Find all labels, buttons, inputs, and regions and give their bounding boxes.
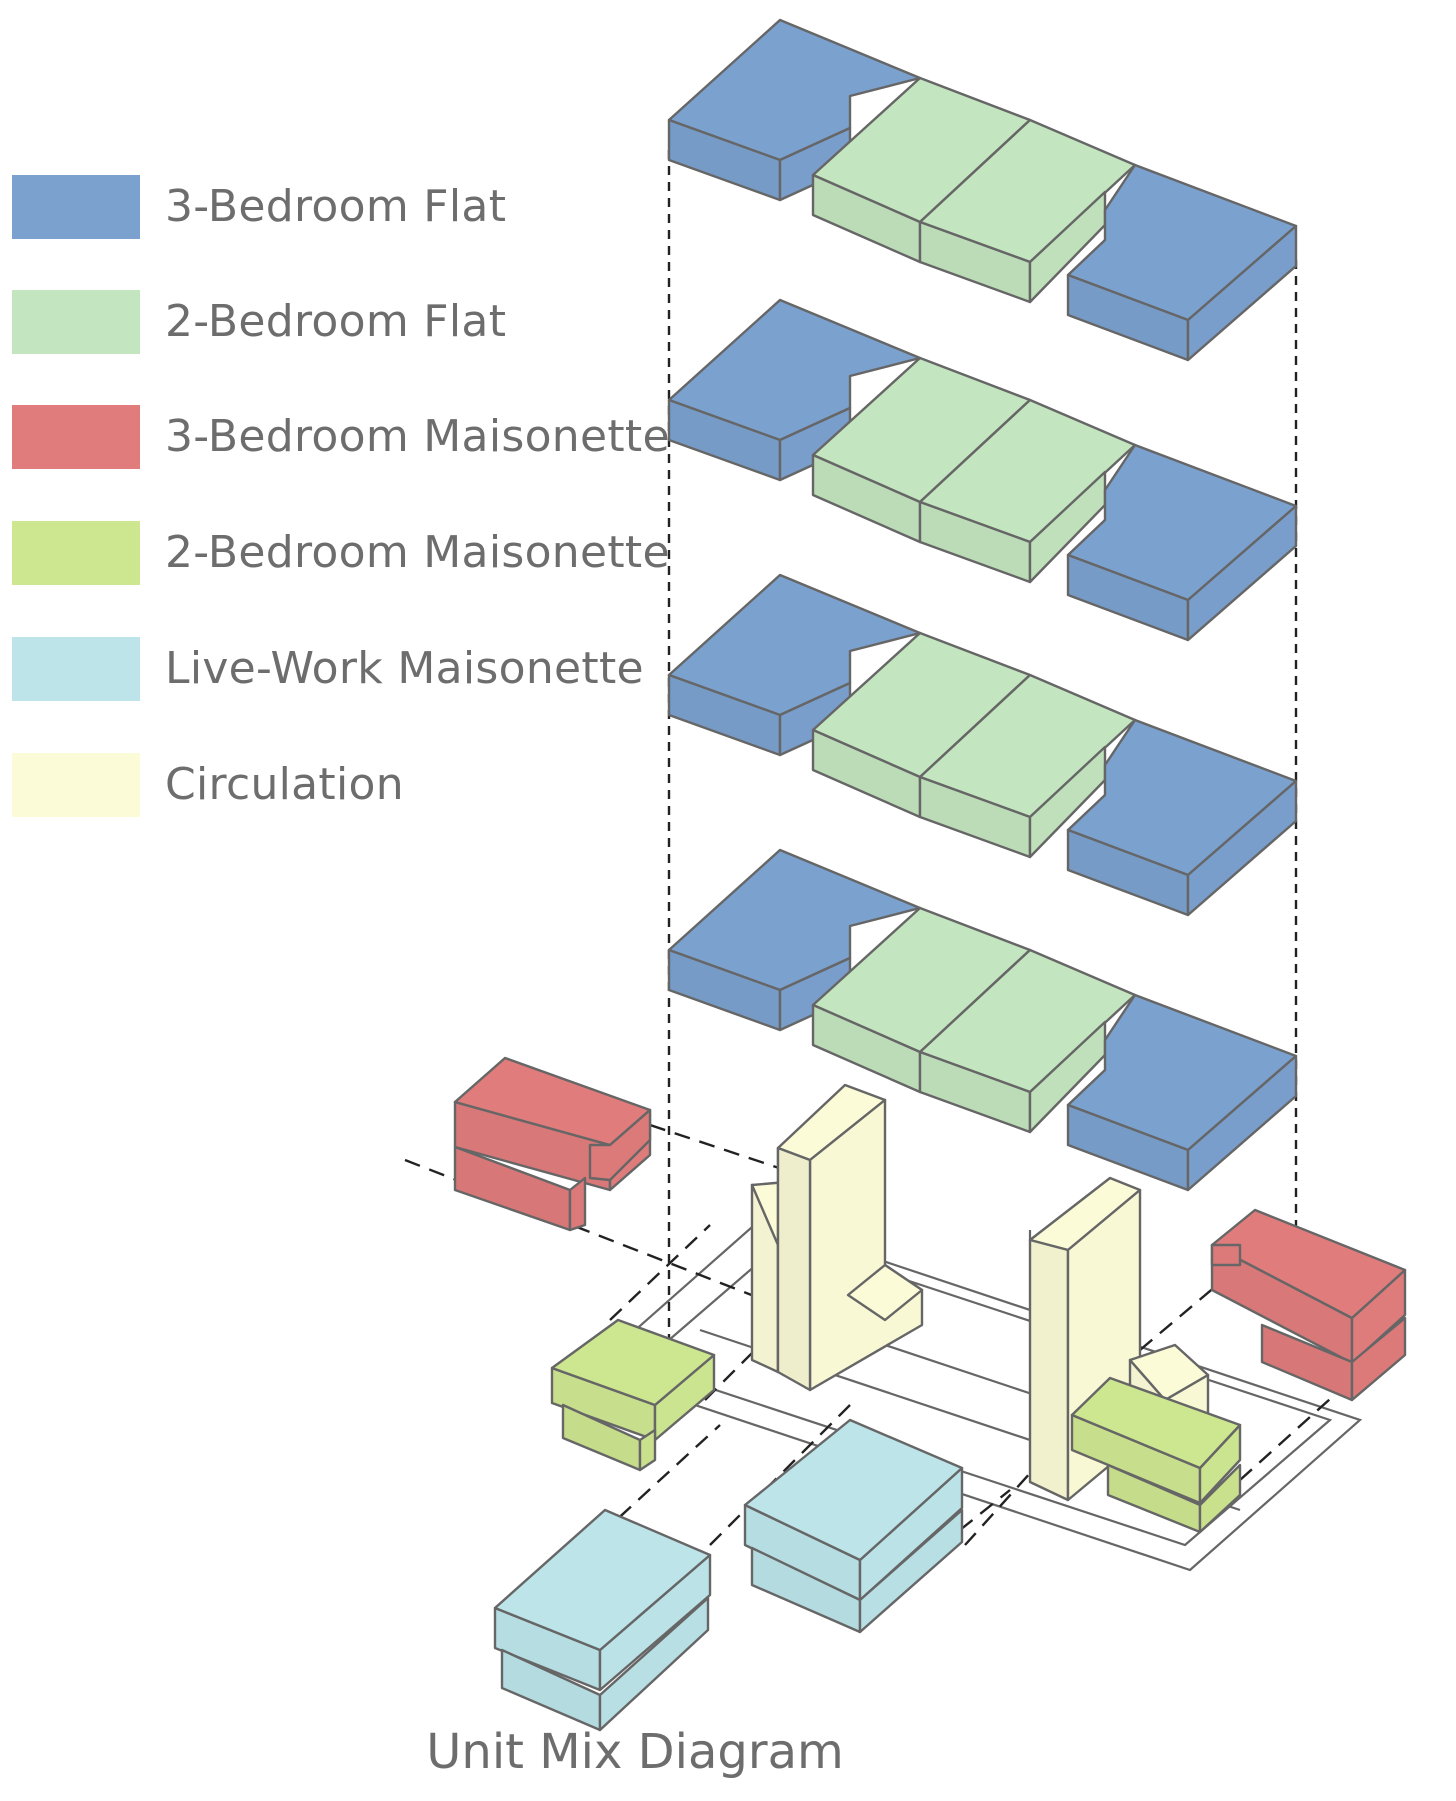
three-bed-flat-right-side bbox=[1186, 779, 1298, 917]
three-bed-maisonette-right-upper-top-face bbox=[1210, 1208, 1407, 1320]
three-bed-flat-right-side bbox=[1186, 1054, 1298, 1192]
circulation-core-1-ledge bbox=[846, 1263, 924, 1322]
legend-item-3-bedroom-flat: 3-Bedroom Flat bbox=[12, 175, 652, 239]
legend-label-live-work-maisonette: Live-Work Maisonette bbox=[165, 643, 644, 694]
legend-swatch-3-bedroom-flat bbox=[12, 175, 140, 239]
legend-swatch-2-bedroom-maisonette bbox=[12, 521, 140, 585]
diagram-caption: Unit Mix Diagram bbox=[426, 1724, 844, 1780]
legend-swatch-circulation bbox=[12, 753, 140, 817]
floor-plate-4 bbox=[667, 848, 1298, 1192]
legend-label-3-bedroom-maisonette: 3-Bedroom Maisonette bbox=[165, 411, 670, 462]
legend-label-2-bedroom-maisonette: 2-Bedroom Maisonette bbox=[165, 527, 670, 578]
three-bed-maisonette-right-lower-side bbox=[1350, 1316, 1407, 1402]
legend-label-3-bedroom-flat: 3-Bedroom Flat bbox=[165, 181, 507, 232]
legend-label-circulation: Circulation bbox=[165, 759, 404, 810]
circulation-core-2-left-face bbox=[1028, 1238, 1070, 1502]
circulation-small-right-top-face bbox=[1128, 1343, 1210, 1402]
live-work-maisonette-right-lower-side bbox=[858, 1508, 964, 1634]
ground-level-units bbox=[453, 1056, 1407, 1732]
live-work-maisonette-right-upper-top-face bbox=[743, 1418, 964, 1562]
legend-item-3-bedroom-maisonette: 3-Bedroom Maisonette bbox=[12, 405, 670, 469]
live-work-maisonette-left-lower-side bbox=[598, 1596, 710, 1732]
legend-swatch-3-bedroom-maisonette bbox=[12, 405, 140, 469]
two-bed-maisonette-right-lower-side bbox=[1198, 1463, 1242, 1534]
three-bed-maisonette-left-lower-side bbox=[568, 1176, 587, 1232]
typical-floor-plates bbox=[667, 18, 1298, 1192]
live-work-maisonette-left-upper-top-face bbox=[493, 1508, 712, 1652]
legend-swatch-2-bedroom-flat bbox=[12, 290, 140, 354]
circulation-core-1-edge bbox=[776, 1146, 812, 1392]
three-bed-maisonette-right-notch bbox=[1210, 1243, 1242, 1267]
legend-label-2-bedroom-flat: 2-Bedroom Flat bbox=[165, 296, 507, 347]
three-bed-maisonette-right-upper bbox=[1210, 1208, 1407, 1365]
floor-plate-2 bbox=[667, 298, 1298, 642]
three-bed-flat-right-side bbox=[1186, 224, 1298, 362]
legend-item-live-work-maisonette: Live-Work Maisonette bbox=[12, 637, 652, 701]
floor-plate-3 bbox=[667, 573, 1298, 917]
two-bed-maisonette-left-lower-side bbox=[638, 1428, 657, 1472]
legend-item-2-bedroom-maisonette: 2-Bedroom Maisonette bbox=[12, 521, 670, 585]
two-bed-maisonette-right-upper-top-face bbox=[1070, 1376, 1242, 1470]
two-bed-maisonette-left-upper bbox=[550, 1318, 716, 1442]
legend-item-2-bedroom-flat: 2-Bedroom Flat bbox=[12, 290, 652, 354]
live-work-maisonette-left-upper bbox=[493, 1508, 712, 1692]
two-bed-maisonette-right-upper bbox=[1070, 1376, 1242, 1505]
three-bed-flat-right-side bbox=[1186, 504, 1298, 642]
legend-item-circulation: Circulation bbox=[12, 753, 652, 817]
three-bed-maisonette-left-step bbox=[588, 1108, 652, 1182]
floor-plate-1 bbox=[667, 18, 1298, 362]
two-bed-maisonette-left-upper-top-face bbox=[550, 1318, 716, 1407]
legend-swatch-live-work-maisonette bbox=[12, 637, 140, 701]
